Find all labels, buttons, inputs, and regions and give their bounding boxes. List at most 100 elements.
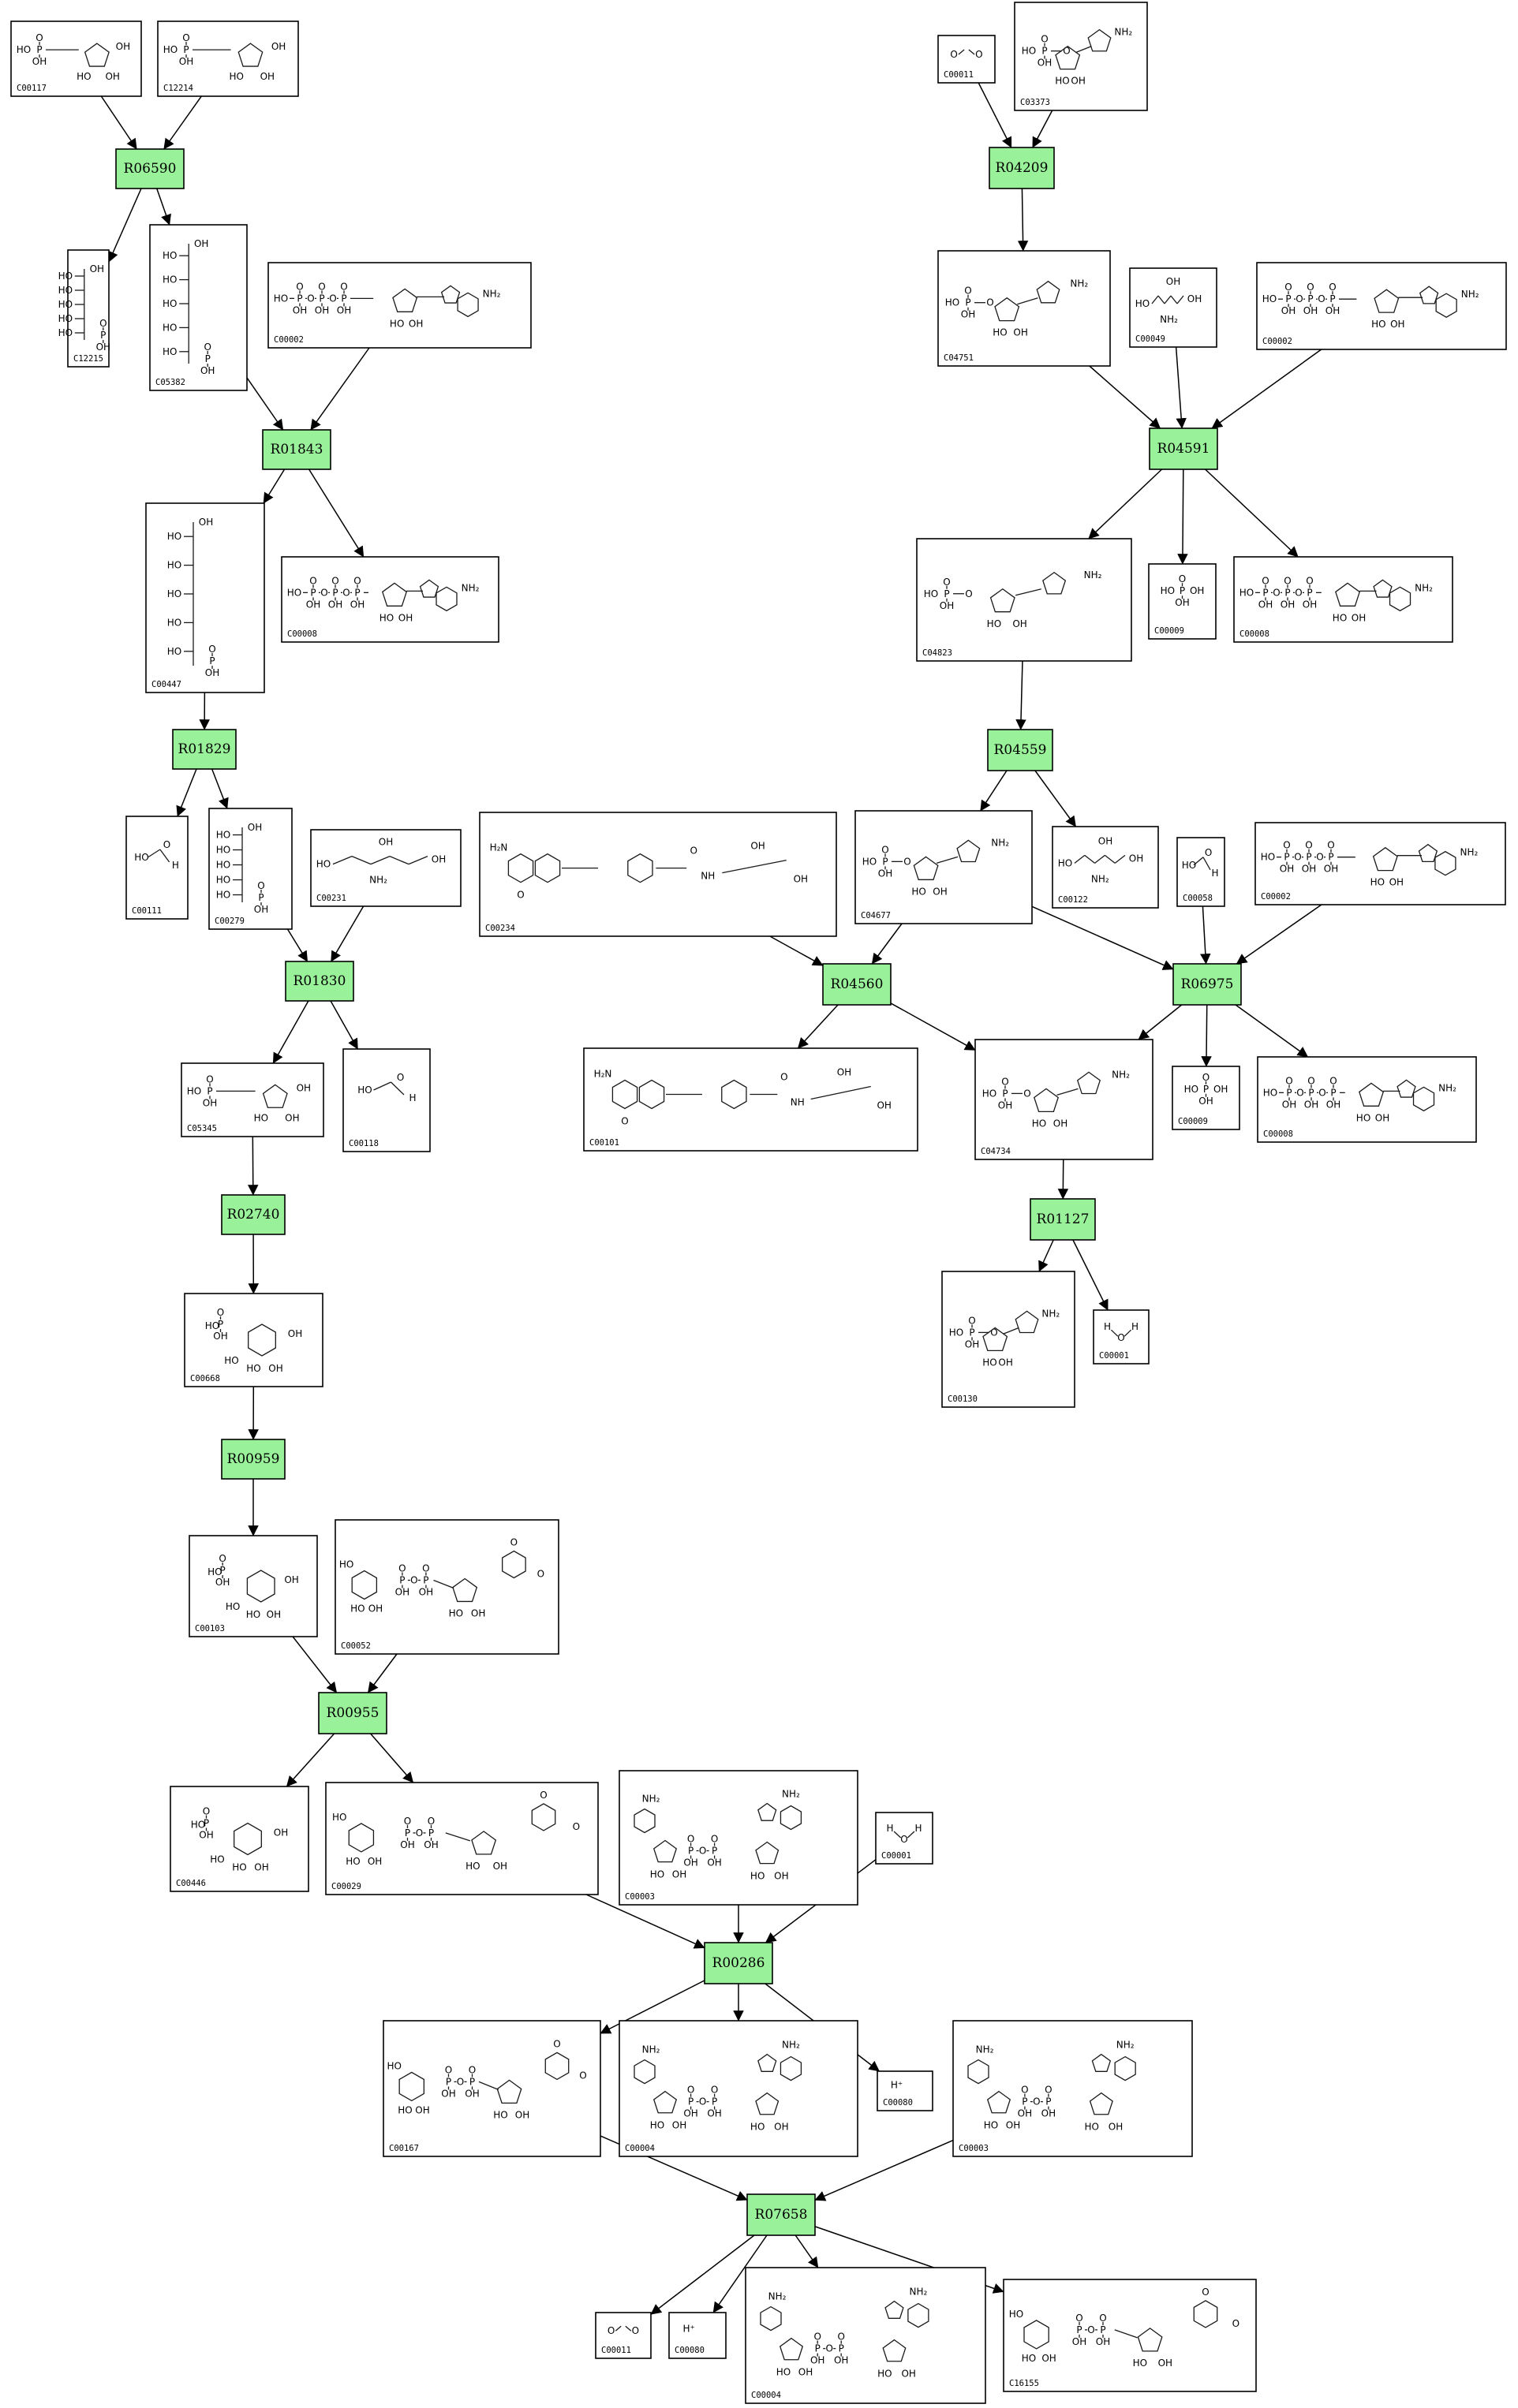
reaction-node-r01829[interactable]: R01829 xyxy=(172,729,237,770)
reaction-node-r04560[interactable]: R04560 xyxy=(822,963,892,1006)
svg-text:OH: OH xyxy=(965,1338,979,1350)
compound-box xyxy=(281,556,499,643)
svg-text:O: O xyxy=(537,1569,544,1580)
svg-text:HO: HO xyxy=(167,646,181,657)
svg-text:O: O xyxy=(690,846,697,857)
svg-text:OH: OH xyxy=(877,1100,891,1111)
svg-text:OH: OH xyxy=(1302,864,1316,875)
compound-id-label: C03373 xyxy=(1020,98,1050,107)
compound-node-c00080[interactable]: H⁺C00080 xyxy=(877,2070,933,2111)
compound-id-label: C00080 xyxy=(675,2346,705,2355)
reaction-node-r06975[interactable]: R06975 xyxy=(1172,963,1242,1006)
reaction-node-r06590[interactable]: R06590 xyxy=(115,148,185,189)
compound-box xyxy=(937,250,1111,367)
reaction-node-r04209[interactable]: R04209 xyxy=(989,147,1055,189)
svg-text:O: O xyxy=(208,644,215,655)
svg-text:O: O xyxy=(837,2331,844,2343)
svg-text:H: H xyxy=(409,1092,416,1103)
reaction-box xyxy=(172,729,237,770)
compound-node-c00080[interactable]: H⁺ C00080 xyxy=(668,2312,727,2359)
molecule-structure-icon: H⁺ xyxy=(683,2323,695,2334)
svg-text:OH: OH xyxy=(1198,1096,1213,1107)
reaction-node-r00955[interactable]: R00955 xyxy=(318,1692,387,1734)
reaction-node-r01830[interactable]: R01830 xyxy=(285,961,354,1002)
reaction-node-r07658[interactable]: R07658 xyxy=(746,2193,816,2236)
reaction-node-r00286[interactable]: R00286 xyxy=(704,1942,773,1984)
compound-id-label: C00447 xyxy=(151,680,181,689)
compound-id-label: C00279 xyxy=(215,917,245,926)
svg-text:P: P xyxy=(969,1327,974,1338)
reaction-node-r04591[interactable]: R04591 xyxy=(1149,427,1218,470)
reaction-node-r01843[interactable]: R01843 xyxy=(262,429,331,470)
reaction-node-r02740[interactable]: R02740 xyxy=(221,1194,286,1235)
compound-box xyxy=(1148,563,1217,640)
svg-text:OH: OH xyxy=(798,2367,813,2378)
svg-text:NH₂: NH₂ xyxy=(1112,1069,1130,1080)
reaction-node-r00959[interactable]: R00959 xyxy=(221,1439,286,1480)
svg-text:OH: OH xyxy=(774,2122,788,2133)
compound-id-label: C00111 xyxy=(132,906,162,916)
svg-text:O: O xyxy=(1179,573,1186,584)
edge-c30-r11 xyxy=(1089,365,1161,429)
svg-text:P: P xyxy=(218,1319,223,1330)
reaction-node-r04559[interactable]: R04559 xyxy=(987,729,1053,771)
reaction-node-r01127[interactable]: R01127 xyxy=(1030,1198,1096,1241)
svg-text:P: P xyxy=(1329,293,1335,304)
svg-text:HO: HO xyxy=(1356,1112,1370,1123)
svg-text:HO: HO xyxy=(226,1601,240,1612)
compound-id-label: C00049 xyxy=(1135,334,1165,344)
svg-text:HO: HO xyxy=(350,1603,365,1615)
reaction-id-label: R04591 xyxy=(1157,441,1210,457)
svg-text:HO: HO xyxy=(1085,2122,1099,2133)
compound-box xyxy=(1256,262,1507,350)
svg-text:OH: OH xyxy=(293,304,307,315)
